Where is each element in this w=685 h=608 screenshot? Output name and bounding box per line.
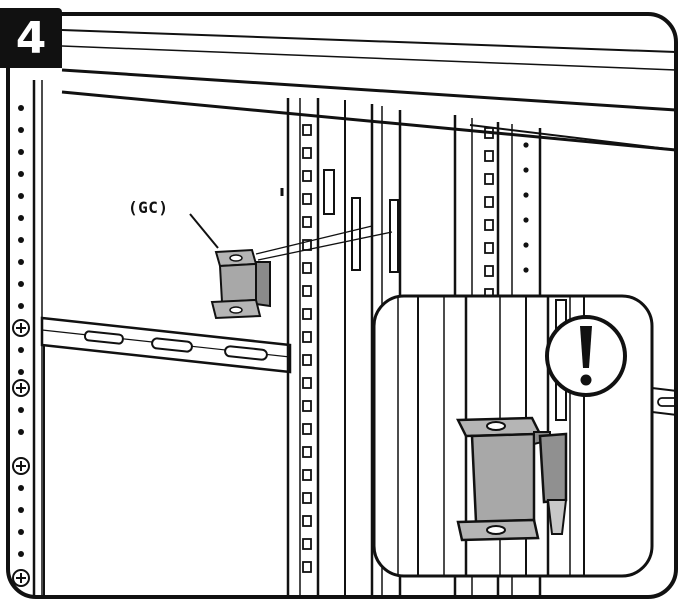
step-number-badge: 4: [0, 8, 62, 68]
shelf-rail: [40, 316, 292, 597]
ground-clip-part: [189, 213, 393, 320]
zoom-inset: [372, 294, 654, 578]
right-shelf-stub: [651, 386, 676, 418]
part-callout-label: (GC): [128, 198, 169, 217]
exclamation-warning-icon: [545, 315, 627, 397]
rack-scene: [8, 14, 676, 597]
panel-frame: [6, 12, 678, 599]
top-crossbar: [8, 14, 676, 152]
left-rail: [8, 80, 43, 597]
